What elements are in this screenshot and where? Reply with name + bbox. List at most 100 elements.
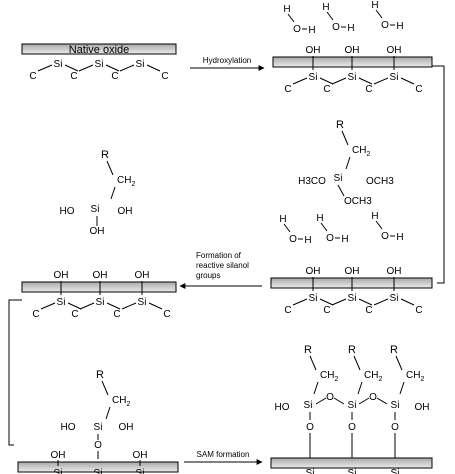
hydroxyl-group: OH: [345, 45, 360, 56]
r-group: R: [336, 119, 344, 131]
bond-line: [313, 381, 319, 395]
r-group: R: [304, 344, 312, 356]
bond-line: [283, 223, 291, 233]
bond-line: [309, 355, 317, 371]
hydroxyl-group: HO: [61, 422, 76, 433]
hydroxyl-group: OH: [135, 270, 150, 281]
silicon-atom: Si: [94, 468, 103, 474]
ch-label: CH: [406, 370, 420, 381]
hydroxyl-group: OH: [133, 450, 148, 461]
methoxy-group: H3CO: [298, 176, 326, 187]
bond-line: [331, 298, 347, 306]
bond-line: [119, 64, 135, 72]
hydroxyl-group: OH: [51, 450, 66, 461]
oxygen-atom: O: [381, 231, 389, 242]
ch-label: CH: [364, 370, 378, 381]
bond-line: [358, 77, 373, 85]
bond-line: [148, 302, 163, 310]
subscript-2: 2: [420, 376, 424, 383]
connector-line: [432, 65, 445, 284]
silicon-atom: Si: [348, 468, 357, 474]
bond-line: [40, 302, 56, 310]
silicon-atom: Si: [94, 422, 103, 433]
bond-line: [292, 77, 308, 85]
oxygen-atom: O: [381, 20, 389, 31]
bond-line: [395, 355, 403, 371]
silicon-atom: Si: [348, 293, 357, 304]
silicon-atom: Si: [348, 400, 357, 411]
silicon-atom: Si: [309, 72, 318, 83]
r-group: R: [348, 344, 356, 356]
bond-line: [319, 77, 334, 85]
silanol-label-line2: reactive silanol: [196, 261, 249, 270]
ch-label: CH: [117, 175, 131, 186]
silicon-atom: Si: [136, 59, 145, 70]
native-oxide-label: Native oxide: [69, 44, 130, 56]
bond-line: [326, 11, 334, 21]
bond-line: [105, 64, 120, 72]
connector-line: [8, 299, 22, 446]
bond-line: [292, 298, 308, 306]
silicon-atom: Si: [91, 204, 100, 215]
bond-line: [320, 222, 328, 232]
bond-line: [101, 380, 109, 396]
carbon-atom: C: [70, 71, 77, 82]
substrate-plate: [17, 461, 179, 473]
bond-line: [400, 298, 415, 306]
ch2-group: CH2: [364, 370, 382, 383]
bond-line: [357, 381, 363, 395]
silicon-atom: Si: [391, 400, 400, 411]
carbon-atom: C: [163, 309, 170, 320]
carbon-atom: C: [284, 84, 291, 95]
bond-line: [345, 156, 351, 170]
ch2-group: CH2: [112, 395, 130, 408]
carbon-atom: C: [71, 309, 78, 320]
hydrogen-atom: H: [341, 234, 348, 245]
carbon-atom: C: [113, 309, 120, 320]
bond-line: [375, 9, 383, 19]
sam-formation-label: SAM formation: [197, 450, 250, 459]
bond-line: [331, 77, 347, 85]
carbon-atom: C: [284, 305, 291, 316]
hydroxyl-group: OH: [415, 402, 430, 413]
hydroxylation-label: Hydroxylation: [203, 56, 251, 65]
hydroxyl-group: OH: [306, 266, 321, 277]
ch-label: CH: [352, 145, 366, 156]
substrate-plate: [21, 281, 177, 293]
silicon-atom: Si: [54, 59, 63, 70]
r-group: R: [390, 344, 398, 356]
ch-label: CH: [112, 395, 126, 406]
hydroxyl-group: OH: [387, 45, 402, 56]
bond-line: [146, 64, 161, 72]
bond-line: [400, 77, 415, 85]
carbon-atom: C: [323, 84, 330, 95]
ch2-group: CH2: [117, 175, 135, 188]
hydroxyl-group: OH: [119, 422, 134, 433]
oxygen-atom: O: [289, 234, 297, 245]
silicon-atom: Si: [54, 468, 63, 474]
hydroxyl-group: OH: [93, 270, 108, 281]
hydrogen-atom: H: [279, 214, 286, 225]
bond-line: [110, 186, 116, 200]
r-group: R: [96, 369, 104, 381]
carbon-atom: C: [415, 84, 422, 95]
r-group: R: [101, 149, 109, 161]
bond-line: [106, 160, 114, 176]
silanol-label-line3: groups: [196, 271, 220, 280]
bond-line: [333, 397, 345, 405]
silicon-atom: Si: [309, 293, 318, 304]
subscript-2: 2: [334, 376, 338, 383]
bond-line: [37, 64, 53, 72]
silanol-label-line1: Formation of: [196, 251, 242, 260]
hydrogen-atom: H: [371, 0, 378, 11]
hydroxyl-group: OH: [387, 266, 402, 277]
hydroxyl-group: OH: [90, 226, 105, 237]
hydroxyl-group: HO: [60, 206, 75, 217]
methoxy-group: OCH3: [366, 176, 394, 187]
bond-line: [341, 130, 349, 146]
carbon-atom: C: [365, 305, 372, 316]
bond-line: [373, 298, 389, 306]
substrate-plate: [21, 43, 177, 55]
bond-line: [315, 397, 327, 405]
